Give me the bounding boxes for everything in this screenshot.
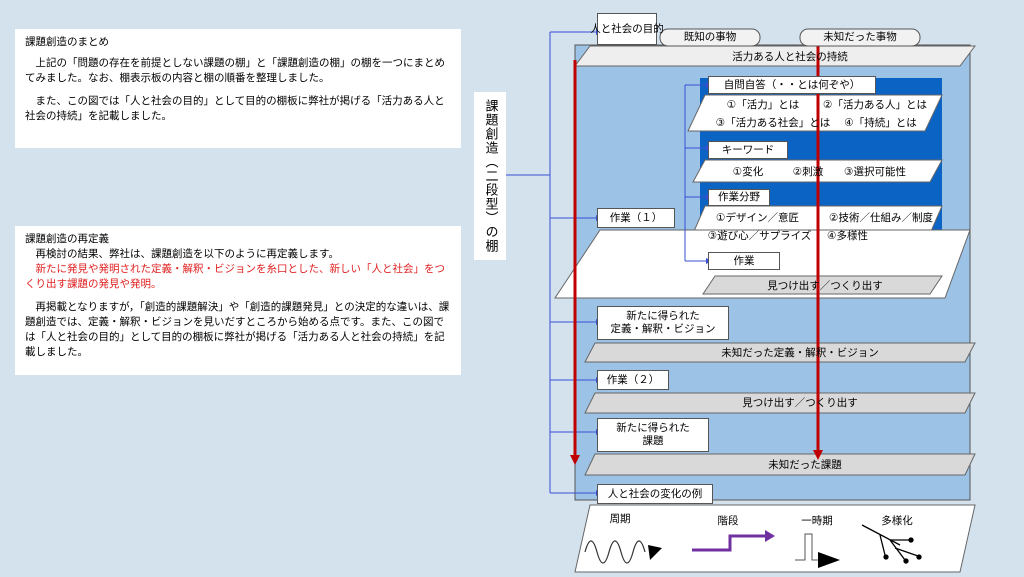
field-box: 作業分野	[708, 189, 770, 206]
new-def-box: 新たに得られた 定義・解釈・ビジョン	[597, 306, 729, 340]
change-box: 人と社会の変化の例	[597, 484, 713, 504]
vertical-title: 課題創造（二段型）の棚	[474, 92, 506, 260]
q-item-4: ④「持続」とは	[844, 116, 917, 129]
summary-note: 課題創造のまとめ 上記の「問題の存在を前提としない課題の棚」と「課題創造の棚」の…	[15, 29, 461, 148]
q-item-1: ①「活力」とは	[726, 98, 800, 111]
field-2: ②技術／仕組み／制度	[829, 211, 933, 224]
change-shelf-shape	[574, 504, 976, 573]
field-1: ①デザイン／意匠	[716, 211, 799, 224]
wave-icon	[584, 540, 646, 564]
new-task-box: 新たに得られた 課題	[597, 418, 709, 452]
spike-icon	[795, 533, 820, 561]
summary-note-title: 課題創造のまとめ	[25, 36, 109, 48]
change-type-cycle: 周期	[609, 512, 631, 525]
step-icon	[692, 534, 765, 552]
purpose-box: 人と社会の目的	[590, 13, 664, 45]
change-type-step: 階段	[717, 514, 739, 527]
redefinition-note-title: 課題創造の再定義	[25, 233, 109, 245]
summary-note-p1: 上記の「問題の存在を前提としない課題の棚」と「課題創造の棚」の棚を一つにまとめて…	[25, 57, 445, 84]
known-header: 既知の事物	[683, 31, 737, 43]
keyword-1: ①変化	[732, 165, 764, 178]
summary-note-p2: また、この図では「人と社会の目的」として目的の棚板に弊社が掲げる「活力ある人と社…	[25, 95, 445, 122]
keyword-box: キーワード	[708, 141, 788, 159]
keyword-3: ③選択可能性	[844, 165, 906, 178]
redefinition-note: 課題創造の再定義 再検討の結果、弊社は、課題創造を以下のように再定義します。 新…	[15, 226, 461, 375]
work1-inner-shelf	[702, 275, 943, 295]
branch-icon	[861, 524, 922, 564]
change-type-temporary: 一時期	[801, 514, 833, 527]
work2-shelf: 見つけ出す／つくり出す	[742, 397, 858, 409]
sagyo-box: 作業	[708, 252, 780, 270]
task-shelf-shape	[584, 453, 976, 476]
q-shelf-shape	[687, 94, 943, 132]
redefinition-note-p2: 再掲載となりますが，「創造的課題解決」や「創造的課題発見」との決定的な違いは、課…	[25, 301, 450, 358]
wave-arrow-icon	[648, 545, 662, 560]
self-question-box: 自問自答（・・とは何ぞや）	[708, 76, 876, 94]
field-4: ④多様性	[827, 229, 868, 242]
field-3: ③遊び心／サプライズ	[707, 229, 812, 242]
work1-box: 作業（１）	[597, 208, 675, 228]
q-item-3: ③「活力ある社会」とは	[715, 116, 831, 129]
purpose-shelf: 活力ある人と社会の持続	[732, 50, 848, 63]
q-item-2: ②「活力ある人」とは	[823, 98, 927, 111]
keyword-2: ②刺激	[792, 165, 824, 178]
unknown-header: 未知だった事物	[823, 31, 897, 43]
new-def-shelf: 未知だった定義・解釈・ビジョン	[721, 347, 879, 359]
redefinition-note-p1: 再検討の結果、弊社は、課題創造を以下のように再定義します。	[35, 248, 339, 260]
work1-shelf: 見つけ出す／つくり出す	[767, 279, 883, 292]
redefinition-note-red: 新たに発見や発明された定義・解釈・ビジョンを糸口とした、新しい「人と社会」をつく…	[25, 263, 445, 290]
work2-box: 作業（２）	[597, 370, 669, 390]
def-shelf-shape	[584, 342, 976, 363]
change-type-diversify: 多様化	[881, 514, 913, 527]
work2-shelf-shape	[584, 392, 976, 414]
new-task-shelf: 未知だった課題	[768, 458, 842, 471]
